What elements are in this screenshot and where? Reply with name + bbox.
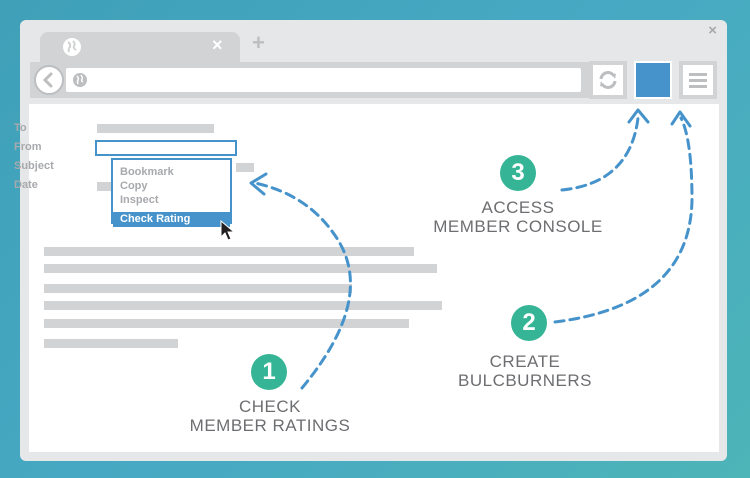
back-button[interactable] — [34, 65, 64, 95]
step-3-badge: 3 — [500, 155, 536, 191]
hamburger-menu-icon — [689, 73, 707, 88]
member-console-button[interactable] — [634, 61, 672, 99]
window-close-icon[interactable]: × — [708, 22, 717, 39]
globe-icon — [63, 38, 81, 56]
step-3-line-2: MEMBER CONSOLE — [433, 217, 603, 236]
menu-button[interactable] — [679, 61, 717, 99]
arrowhead-step-2 — [670, 110, 692, 128]
arrowhead-step-3 — [627, 108, 650, 124]
arrow-step-3 — [560, 116, 640, 192]
menu-item-inspect[interactable]: Inspect — [120, 194, 159, 206]
date-value-bar — [97, 182, 111, 191]
body-line — [44, 284, 352, 293]
refresh-icon — [599, 71, 617, 89]
console-icon — [636, 63, 670, 97]
url-bar[interactable] — [66, 68, 581, 92]
browser-tab[interactable]: × — [40, 32, 240, 62]
arrow-step-2 — [553, 116, 694, 324]
refresh-button[interactable] — [589, 61, 627, 99]
globe-icon — [73, 73, 87, 87]
step-2-line-1: CREATE — [489, 352, 561, 371]
context-menu: Bookmark Copy Inspect Check Rating — [111, 158, 232, 227]
menu-item-bookmark[interactable]: Bookmark — [120, 166, 174, 178]
step-3-label: ACCESS MEMBER CONSOLE — [398, 198, 638, 236]
body-line — [44, 319, 409, 328]
step-2-badge: 2 — [511, 305, 547, 341]
cursor-icon — [220, 220, 236, 241]
to-value-bar — [97, 124, 214, 133]
browser-window: × × + — [20, 20, 727, 461]
step-3-line-1: ACCESS — [481, 198, 555, 217]
body-line — [44, 301, 442, 310]
tab-close-icon[interactable]: × — [212, 35, 223, 55]
address-toolbar — [30, 62, 598, 98]
menu-item-copy[interactable]: Copy — [120, 180, 148, 192]
arrow-step-1 — [253, 181, 352, 390]
body-line — [44, 264, 437, 273]
new-tab-icon[interactable]: + — [252, 30, 265, 55]
step-1-badge: 1 — [251, 354, 287, 390]
field-label-to: To — [14, 122, 27, 134]
step-2-label: CREATE BULCBURNERS — [405, 352, 645, 390]
field-label-subject: Subject — [14, 160, 54, 172]
body-line — [44, 247, 414, 256]
from-field-input[interactable] — [95, 140, 237, 156]
menu-item-check-rating[interactable]: Check Rating — [113, 212, 230, 227]
field-label-from: From — [14, 141, 42, 153]
step-1-label: CHECK MEMBER RATINGS — [150, 397, 390, 435]
subject-value-bar — [236, 163, 254, 172]
back-arrow-icon — [42, 72, 53, 88]
arrowhead-step-1 — [249, 172, 268, 196]
field-label-date: Date — [14, 179, 38, 191]
step-1-line-2: MEMBER RATINGS — [189, 416, 351, 435]
step-1-line-1: CHECK — [238, 397, 301, 416]
body-line — [44, 339, 178, 348]
step-2-line-2: BULCBURNERS — [458, 371, 592, 390]
